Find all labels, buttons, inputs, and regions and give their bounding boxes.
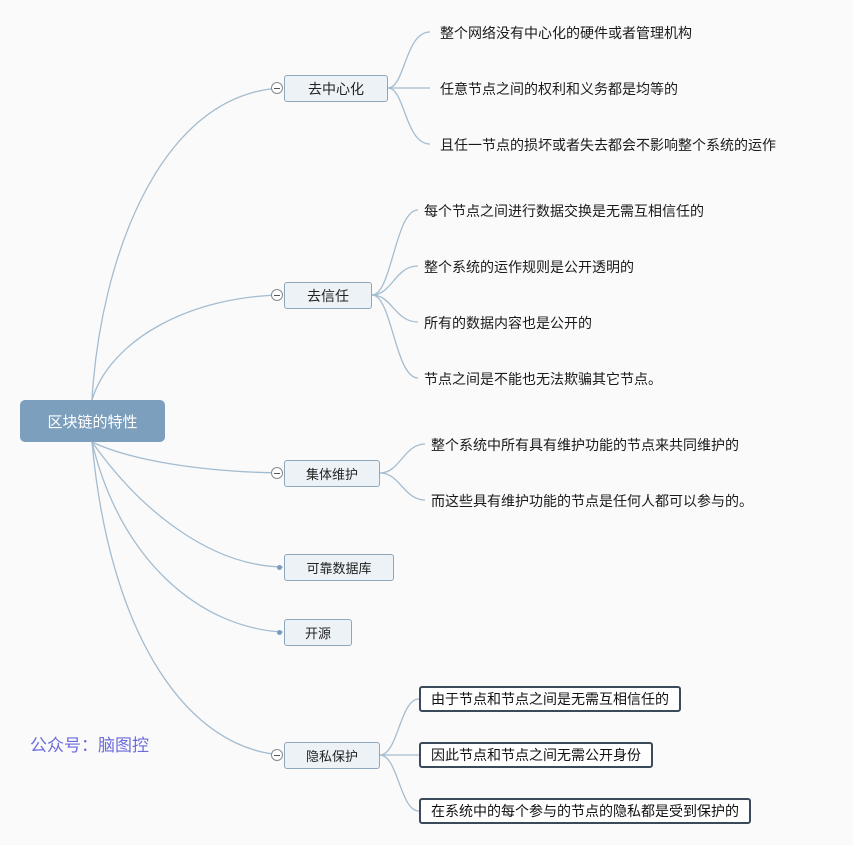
branch-dot-icon <box>277 630 282 635</box>
leaf-text: 任意节点之间的权利和义务都是均等的 <box>440 82 678 98</box>
leaf-text: 而这些具有维护功能的节点是任何人都可以参与的。 <box>431 494 753 510</box>
leaf-boxed: 由于节点和节点之间是无需互相信任的 <box>419 686 681 712</box>
leaf-boxed: 因此节点和节点之间无需公开身份 <box>419 742 653 768</box>
leaf-boxed: 在系统中的每个参与的节点的隐私都是受到保护的 <box>419 798 751 824</box>
watermark-text: 公众号：脑图控 <box>30 736 149 756</box>
leaf-text: 每个节点之间进行数据交换是无需互相信任的 <box>424 204 704 220</box>
collapse-toggle-icon[interactable] <box>271 467 283 479</box>
branch-reliable-database[interactable]: 可靠数据库 <box>284 554 394 581</box>
leaf-text: 整个系统中所有具有维护功能的节点来共同维护的 <box>431 438 739 454</box>
collapse-toggle-icon[interactable] <box>271 82 283 94</box>
branch-open-source[interactable]: 开源 <box>284 619 352 646</box>
leaf-text: 整个网络没有中心化的硬件或者管理机构 <box>440 26 692 42</box>
branch-privacy-protection[interactable]: 隐私保护 <box>284 742 380 769</box>
collapse-toggle-icon[interactable] <box>271 289 283 301</box>
branch-trustless[interactable]: 去信任 <box>284 282 372 309</box>
branch-collective-maintenance[interactable]: 集体维护 <box>284 460 380 487</box>
leaf-text: 所有的数据内容也是公开的 <box>424 316 592 332</box>
leaf-text: 且任一节点的损坏或者失去都会不影响整个系统的运作 <box>440 138 776 154</box>
root-label: 区块链的特性 <box>47 412 138 431</box>
root-node[interactable]: 区块链的特性 <box>20 400 165 442</box>
leaf-text: 整个系统的运作规则是公开透明的 <box>424 260 634 276</box>
branch-dot-icon <box>277 565 282 570</box>
leaf-text: 节点之间是不能也无法欺骗其它节点。 <box>424 372 662 388</box>
branch-decentralization[interactable]: 去中心化 <box>284 75 388 102</box>
collapse-toggle-icon[interactable] <box>271 749 283 761</box>
